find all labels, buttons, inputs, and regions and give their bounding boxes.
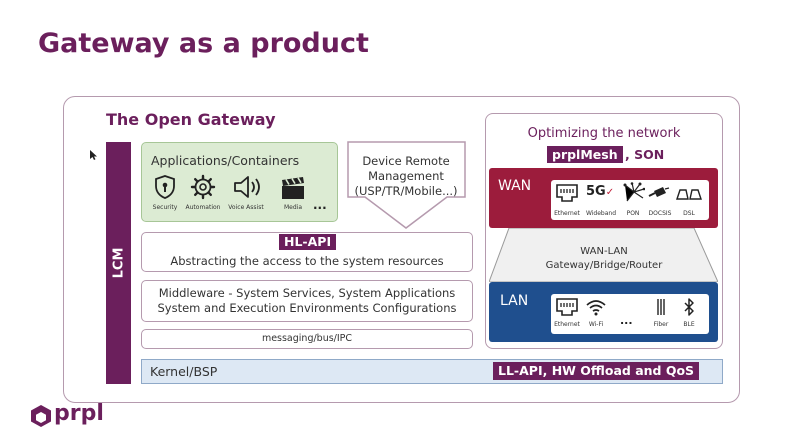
- ethernet-port-icon: [556, 184, 578, 202]
- 5g-icon: 5G✓: [586, 184, 615, 199]
- wan-item-label: PON: [626, 210, 640, 217]
- app-label: Automation: [185, 204, 221, 211]
- bluetooth-icon: [684, 298, 694, 316]
- wan-lan-line: WAN-LAN: [580, 246, 628, 257]
- wan-item-label: DOCSIS: [648, 210, 672, 217]
- speaker-icon: [234, 176, 260, 198]
- lan-label: LAN: [500, 293, 529, 309]
- lan-item-label: BLE: [683, 321, 695, 328]
- wifi-icon: [586, 300, 606, 316]
- mouse-cursor-icon: [90, 150, 97, 160]
- apps-more-ellipsis: ...: [313, 198, 327, 212]
- app-label: Voice Assist: [228, 204, 264, 211]
- middleware-line: Middleware - System Services, System App…: [158, 286, 456, 300]
- lan-more-ellipsis: ...: [620, 314, 633, 327]
- hl-api-tag: HL-API: [279, 234, 337, 250]
- ethernet-port-icon: [556, 298, 578, 316]
- page-title: Gateway as a product: [38, 28, 369, 59]
- lan-item-label: Wi-Fi: [588, 321, 604, 328]
- prpl-logo-icon: [31, 405, 51, 427]
- hl-api-description: Abstracting the access to the system res…: [170, 254, 444, 268]
- app-label: Media: [283, 204, 303, 211]
- lan-item-label: Fiber: [653, 321, 669, 328]
- ll-api-tag: LL-API, HW Offload and QoS: [493, 362, 700, 380]
- son-label: , SON: [625, 147, 665, 162]
- fiber-icon: [657, 299, 665, 315]
- prpl-logo-text: prpl: [54, 401, 104, 426]
- wan-item-label: Ethernet: [554, 210, 580, 217]
- gear-icon: [190, 174, 216, 200]
- middleware-line: System and Execution Environments Config…: [157, 301, 457, 315]
- wan-lan-line: Gateway/Bridge/Router: [545, 260, 663, 271]
- wan-lan-label: WAN-LAN Gateway/Bridge/Router: [485, 245, 723, 273]
- gateway-title: The Open Gateway: [106, 110, 276, 129]
- device-remote-line: Management: [368, 169, 444, 183]
- middleware-box: Middleware - System Services, System App…: [141, 280, 473, 322]
- network-panel: [485, 113, 723, 349]
- network-title: Optimizing the network: [527, 126, 681, 141]
- wan-lan-connector: [489, 228, 718, 282]
- coax-cable-icon: [648, 187, 670, 197]
- apps-title: Applications/Containers: [151, 153, 300, 168]
- shield-lock-icon: [155, 175, 175, 199]
- pon-fiber-icon: [623, 182, 645, 202]
- hl-api-box: [141, 232, 473, 272]
- gateway-frame: [63, 96, 740, 403]
- prplmesh-tag: prplMesh: [547, 146, 623, 163]
- wan-label: WAN: [498, 178, 532, 194]
- dsl-phone-port-icon: [676, 189, 702, 200]
- kernel-label: Kernel/BSP: [150, 364, 218, 379]
- wan-item-label: Wideband: [585, 210, 617, 217]
- device-remote-line: Device Remote: [362, 154, 450, 168]
- clapperboard-icon: [282, 177, 304, 199]
- messaging-box: messaging/bus/IPC: [141, 329, 473, 349]
- app-label: Security: [152, 204, 178, 211]
- device-remote-arrow: [347, 141, 466, 229]
- device-remote-line: (USP/TR/Mobile...): [354, 184, 458, 198]
- lcm-label: LCM: [111, 247, 126, 279]
- device-remote-label: Device Remote Management (USP/TR/Mobile.…: [352, 154, 460, 199]
- wan-item-label: DSL: [683, 210, 695, 217]
- lcm-bar: LCM: [106, 142, 131, 384]
- lan-item-label: Ethernet: [554, 321, 580, 328]
